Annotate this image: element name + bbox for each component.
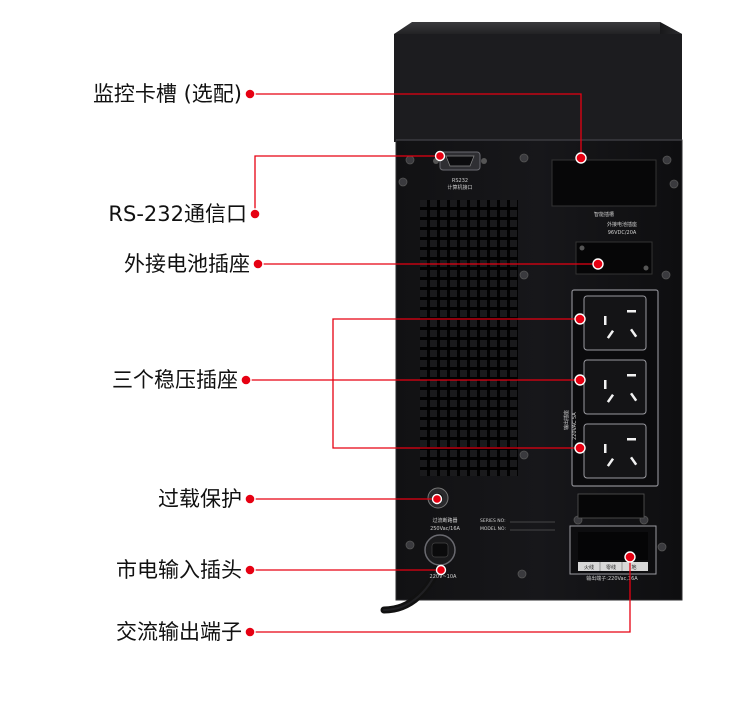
screw-icon	[517, 569, 527, 579]
panel-screws	[398, 153, 679, 579]
battery-socket[interactable]: 外接电池插座 96VDC/20A	[575, 221, 653, 275]
screw-icon	[662, 155, 672, 165]
dot-icon	[435, 564, 447, 576]
screw-icon	[669, 179, 679, 189]
callout-regulated-outlets: 三个稳压插座	[112, 368, 238, 392]
outlet-socket[interactable]	[583, 359, 647, 415]
card-slot-label: 智能插槽	[594, 211, 614, 218]
terminal-neutral: 零线	[606, 564, 616, 571]
regulated-outlets	[583, 295, 647, 479]
dot-icon	[575, 152, 587, 164]
dot-icon	[592, 258, 604, 270]
dot-icon	[244, 88, 256, 100]
outlet-socket[interactable]	[583, 295, 647, 351]
rs232-subtitle: 计算机接口	[447, 184, 472, 191]
callout-rs232-port: RS-232通信口	[108, 202, 247, 226]
screw-icon	[519, 153, 529, 163]
callout-overload-protection: 过载保护	[158, 487, 242, 511]
outlet-socket[interactable]	[583, 423, 647, 479]
screw-icon	[661, 270, 671, 280]
model-label: MODEL NO:	[480, 526, 506, 532]
screw-icon	[519, 450, 529, 460]
input-rating: 220V~10A	[430, 574, 458, 580]
terminal-ground: 地	[631, 564, 636, 571]
dot-icon	[240, 374, 252, 386]
screw-icon	[519, 270, 529, 280]
screw-icon	[398, 177, 408, 187]
ups-top-face	[394, 22, 682, 34]
rs232-title: RS232	[452, 178, 468, 184]
terminal-rating: 输出端子:220Vac,16A	[586, 575, 638, 582]
callout-battery-socket: 外接电池插座	[124, 252, 250, 276]
callout-dots	[240, 88, 636, 638]
leader-ac-output	[250, 557, 631, 633]
dot-icon	[244, 493, 256, 505]
dot-icon	[252, 258, 264, 270]
nameplate: SERIES NO: MODEL NO:	[480, 518, 555, 532]
dot-icon	[434, 150, 446, 162]
breaker-rating: 250Vac/16A	[430, 526, 460, 532]
dot-icon	[574, 313, 586, 325]
dot-icon	[249, 208, 261, 220]
terminal-live: 火线	[584, 564, 594, 571]
series-label: SERIES NO:	[480, 518, 506, 524]
ventilation-grille	[420, 200, 518, 476]
monitor-card-slot[interactable]: 智能插槽	[551, 159, 657, 218]
leader-rs232	[254, 155, 440, 214]
callout-ac-output-terminal: 交流输出端子	[116, 620, 242, 644]
ac-output-terminal[interactable]: 火线 零线 地 输出端子:220Vac,16A	[569, 493, 657, 582]
screw-icon	[405, 155, 415, 165]
dot-icon	[574, 442, 586, 454]
screw-icon	[405, 540, 415, 550]
breaker-title: 过流断路器	[432, 517, 457, 524]
callout-lines	[246, 93, 631, 633]
callout-mains-input-plug: 市电输入插头	[116, 558, 242, 582]
dot-icon	[624, 551, 636, 563]
battery-title: 外接电池插座	[607, 221, 637, 228]
dot-icon	[431, 493, 443, 505]
battery-rating: 96VDC/20A	[608, 230, 637, 236]
leader-monitor-card	[250, 93, 582, 158]
callout-monitor-card-slot: 监控卡槽 (选配)	[92, 82, 242, 106]
leader-outlets-bracket	[332, 318, 580, 449]
dot-icon	[574, 374, 586, 386]
dot-icon	[244, 564, 256, 576]
rs232-port[interactable]: RS232 计算机接口	[433, 151, 487, 191]
outlet-side-label: 输出插座	[563, 410, 570, 430]
ups-upper-shell	[394, 34, 682, 142]
dot-icon	[244, 626, 256, 638]
screw-icon	[657, 542, 667, 552]
outlet-side-rating: 220VAC 5A	[572, 412, 578, 440]
